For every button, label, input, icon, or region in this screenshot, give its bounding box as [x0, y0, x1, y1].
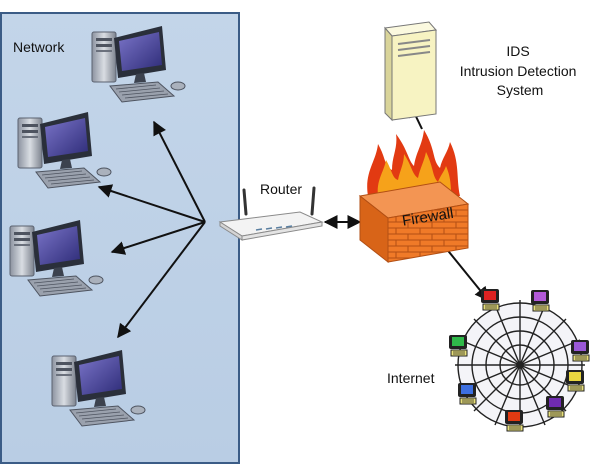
terminal-icon — [504, 409, 524, 432]
terminal-icon — [565, 369, 585, 392]
ids-label: IDS Intrusion Detection System — [460, 43, 581, 98]
ids-label-line: Intrusion Detection — [460, 63, 577, 79]
terminal-icon — [530, 289, 550, 312]
internet-label: Internet — [387, 370, 435, 386]
wifi-router-icon — [218, 186, 324, 241]
terminal-icon — [448, 334, 468, 357]
terminal-icon — [457, 382, 477, 405]
network-links — [97, 102, 489, 339]
link-arrow — [97, 184, 206, 223]
terminal-icon — [480, 288, 500, 311]
terminal-icon — [570, 339, 590, 362]
router-label: Router — [260, 181, 303, 197]
server-tower-icon — [384, 21, 437, 122]
firewall-icon — [358, 130, 470, 264]
internet-web-icon — [448, 288, 590, 432]
link-arrow — [110, 221, 206, 255]
ids-label-line: IDS — [506, 43, 529, 59]
network-label: Network — [13, 39, 65, 55]
link-arrow — [117, 221, 206, 339]
link-arrow — [153, 120, 206, 223]
terminal-icon — [545, 395, 565, 418]
ids-label-line: System — [497, 82, 544, 98]
